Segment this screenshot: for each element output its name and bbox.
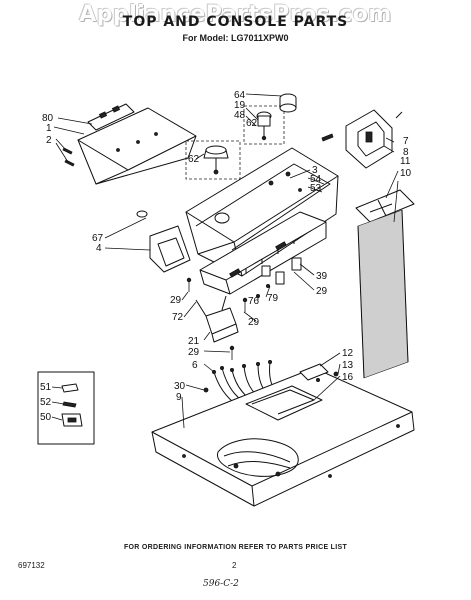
- leader-lines: [51, 93, 399, 429]
- detail-box-62-right: [243, 105, 285, 145]
- callout-8: 8: [403, 147, 409, 158]
- control-panel-lower: [199, 211, 327, 295]
- callout-12: 12: [342, 348, 354, 359]
- callout-21: 21: [188, 336, 200, 347]
- callout-10: 10: [400, 168, 412, 179]
- callout-72: 72: [172, 312, 184, 323]
- callout-7: 7: [403, 136, 409, 147]
- document-number: 697132: [18, 561, 45, 570]
- inset-box: [37, 371, 95, 445]
- filter-screen: [357, 209, 409, 379]
- top-cover: [151, 367, 415, 507]
- callout-11: 11: [400, 156, 411, 167]
- page-number: 2: [232, 561, 237, 570]
- callout-67: 67: [92, 233, 104, 244]
- end-cap-right: [321, 109, 403, 169]
- handwritten-code: 596-C-2: [203, 579, 239, 589]
- callout-16: 16: [342, 372, 354, 383]
- callout-50: 50: [40, 412, 52, 423]
- model-line: For Model: LG7011XPW0: [182, 33, 289, 43]
- end-cap-left: [136, 210, 191, 273]
- console-back-panel: [77, 107, 197, 185]
- callout-53: 53: [310, 183, 322, 194]
- detail-box-62-left: [185, 140, 241, 180]
- timer-21: [195, 295, 239, 343]
- callout-29-mid: 29: [248, 317, 260, 328]
- callout-29-left: 29: [170, 295, 182, 306]
- watermark: AppliancePartsPros.com: [79, 2, 392, 27]
- filter-cover: [355, 189, 415, 223]
- callout-62-right: 62: [246, 118, 258, 129]
- callout-13: 13: [342, 360, 354, 371]
- callout-29-right: 29: [316, 286, 328, 297]
- callout-2: 2: [46, 135, 52, 146]
- callout-4: 4: [96, 243, 102, 254]
- page-title: TOP AND CONSOLE PARTS: [122, 14, 349, 30]
- callout-52: 52: [40, 397, 52, 408]
- nameplate-80: [87, 103, 135, 131]
- hinge-12-13: [299, 363, 339, 382]
- callout-80: 80: [42, 113, 54, 124]
- callout-30: 30: [174, 381, 186, 392]
- callout-48: 48: [234, 110, 246, 121]
- callout-51: 51: [40, 382, 52, 393]
- callout-54: 54: [310, 174, 322, 185]
- callout-76: 76: [248, 296, 260, 307]
- callout-79: 79: [267, 293, 279, 304]
- ordering-note: FOR ORDERING INFORMATION REFER TO PARTS …: [123, 544, 348, 551]
- callout-19: 19: [234, 100, 246, 111]
- callout-1: 1: [46, 123, 52, 134]
- callout-29-lower: 29: [188, 347, 200, 358]
- knob-64: [279, 93, 297, 113]
- callout-9: 9: [176, 392, 182, 403]
- callout-62-left: 62: [188, 154, 200, 165]
- small-fasteners: [181, 257, 302, 435]
- callout-64: 64: [234, 90, 246, 101]
- callout-3: 3: [312, 165, 318, 176]
- callout-39: 39: [316, 271, 328, 282]
- callout-labels: 80 1 2 64 19 48 62 62 7 8 3 54 53 11 10 …: [40, 90, 412, 423]
- callout-6: 6: [192, 360, 198, 371]
